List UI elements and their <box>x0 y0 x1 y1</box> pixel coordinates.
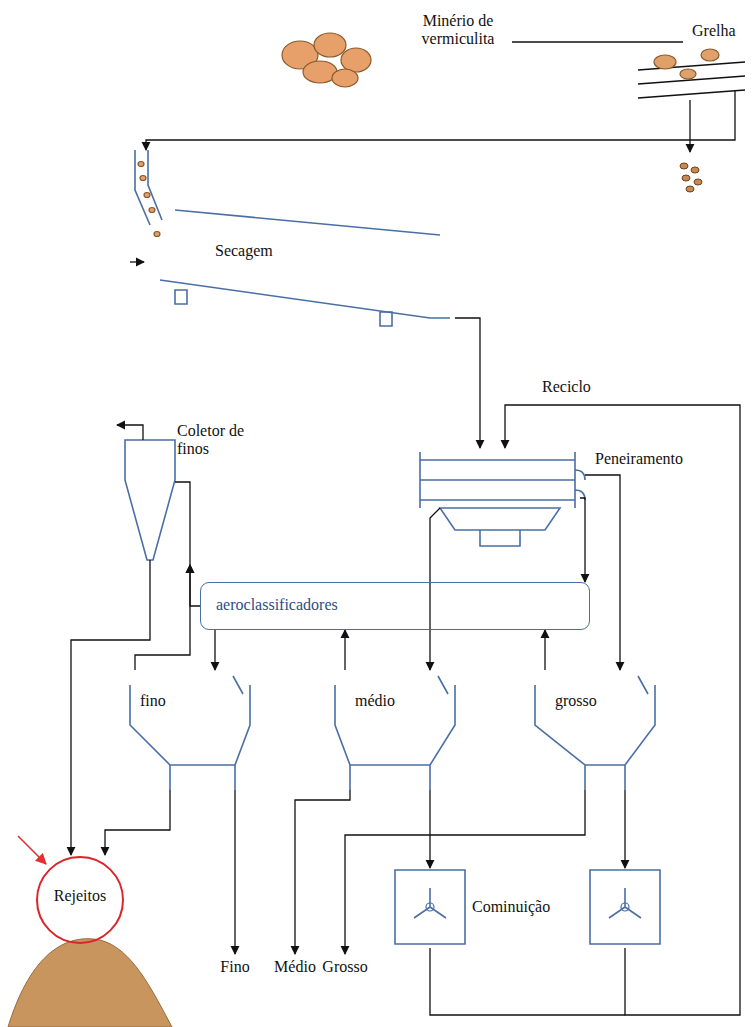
equipment-stroke <box>135 150 162 225</box>
node-label: Cominuição <box>472 898 550 916</box>
node-label: fino <box>140 692 166 710</box>
equipment-stroke <box>414 888 641 918</box>
equipment-stroke <box>440 508 560 546</box>
highlight-circle <box>37 857 123 943</box>
equipment-stroke <box>430 475 620 565</box>
equipment-stroke <box>130 261 144 262</box>
product-line <box>295 790 350 954</box>
drawing-part <box>682 175 690 181</box>
equipment-detail <box>621 903 629 911</box>
flow-connector <box>544 630 545 670</box>
ore-lumps <box>282 33 371 87</box>
mill-output <box>430 948 625 1015</box>
node-label: Grelha <box>692 22 736 40</box>
equipment-detail <box>138 162 144 167</box>
callout-arrow <box>18 836 46 864</box>
node-label: Rejeitos <box>54 887 106 905</box>
equipment-detail <box>154 232 160 237</box>
flow-connector <box>71 565 150 855</box>
flow-connector <box>146 112 735 150</box>
equipment-stroke <box>734 91 735 112</box>
equipment-stroke <box>175 290 392 326</box>
flow-connector <box>505 405 740 1015</box>
drawing-part <box>341 48 371 72</box>
connector-label: Reciclo <box>540 378 593 396</box>
equipment-node: Peneiramento <box>410 448 695 565</box>
drawing-part <box>691 167 699 173</box>
equipment-stroke <box>130 676 250 790</box>
flow-connector <box>584 565 585 582</box>
ore-particles <box>680 163 702 192</box>
equipment-stroke <box>535 676 655 790</box>
equipment-stroke <box>175 210 440 235</box>
equipment-node: Grelha <box>630 22 752 112</box>
equipment-stroke <box>638 62 745 98</box>
equipment-detail <box>140 176 146 181</box>
flow-arrow <box>689 100 690 152</box>
classifier-band: aeroclassificadores <box>200 582 590 630</box>
equipment-node: fino <box>125 670 255 790</box>
flow-connector <box>455 318 480 448</box>
flow-connector <box>429 790 430 868</box>
drawing-part <box>314 33 346 57</box>
equipment-detail <box>701 49 719 61</box>
product-label: Fino <box>220 958 249 976</box>
equipment-stroke <box>420 452 575 508</box>
equipment-outline <box>330 670 460 790</box>
equipment-stroke <box>160 280 450 318</box>
node-label: Secagem <box>215 242 273 260</box>
product-label: Grosso <box>322 958 367 976</box>
equipment-node: médio <box>330 670 460 790</box>
equipment-detail <box>426 903 434 911</box>
node-label: médio <box>355 692 395 710</box>
flow-connector <box>624 790 625 868</box>
drawing-part <box>332 69 358 87</box>
equipment-stroke <box>335 676 455 790</box>
node-label: Peneiramento <box>595 450 683 468</box>
product-label: Médio <box>274 958 316 976</box>
drawing-part <box>686 186 694 192</box>
equipment-outline <box>125 670 255 790</box>
equipment-stroke <box>125 440 175 560</box>
flow-connector <box>344 630 345 670</box>
equipment-detail <box>680 69 696 79</box>
flow-connector <box>105 790 170 855</box>
equipment-detail <box>144 193 150 198</box>
leader-line <box>512 41 683 42</box>
product-line <box>234 790 235 954</box>
equipment-node: Cominuição <box>390 868 665 948</box>
input-label: Minério de vermiculita <box>408 12 508 49</box>
node-label: aeroclassificadores <box>216 596 338 614</box>
equipment-node: Coletor de finos <box>105 420 280 565</box>
equipment-stroke <box>150 482 190 565</box>
equipment-stroke <box>575 470 585 500</box>
equipment-node: Rejeitos <box>35 855 125 945</box>
equipment-node: Secagem <box>130 150 455 340</box>
flow-connector <box>619 565 620 670</box>
drawing-part <box>680 163 688 169</box>
tailings-pile <box>8 939 172 1027</box>
drawing-part <box>694 179 702 185</box>
node-label: Coletor de finos <box>177 422 265 459</box>
node-label: grosso <box>555 692 597 710</box>
equipment-detail <box>149 208 155 213</box>
equipment-stroke <box>117 425 143 440</box>
equipment-outline <box>530 670 665 790</box>
flow-connector <box>190 565 200 606</box>
equipment-node: grosso <box>530 670 665 790</box>
equipment-outline <box>130 150 455 340</box>
equipment-detail <box>654 55 676 69</box>
flow-connector <box>214 630 215 670</box>
equipment-stroke <box>395 870 660 944</box>
flow-connector <box>135 565 190 670</box>
flow-connector <box>429 565 430 670</box>
